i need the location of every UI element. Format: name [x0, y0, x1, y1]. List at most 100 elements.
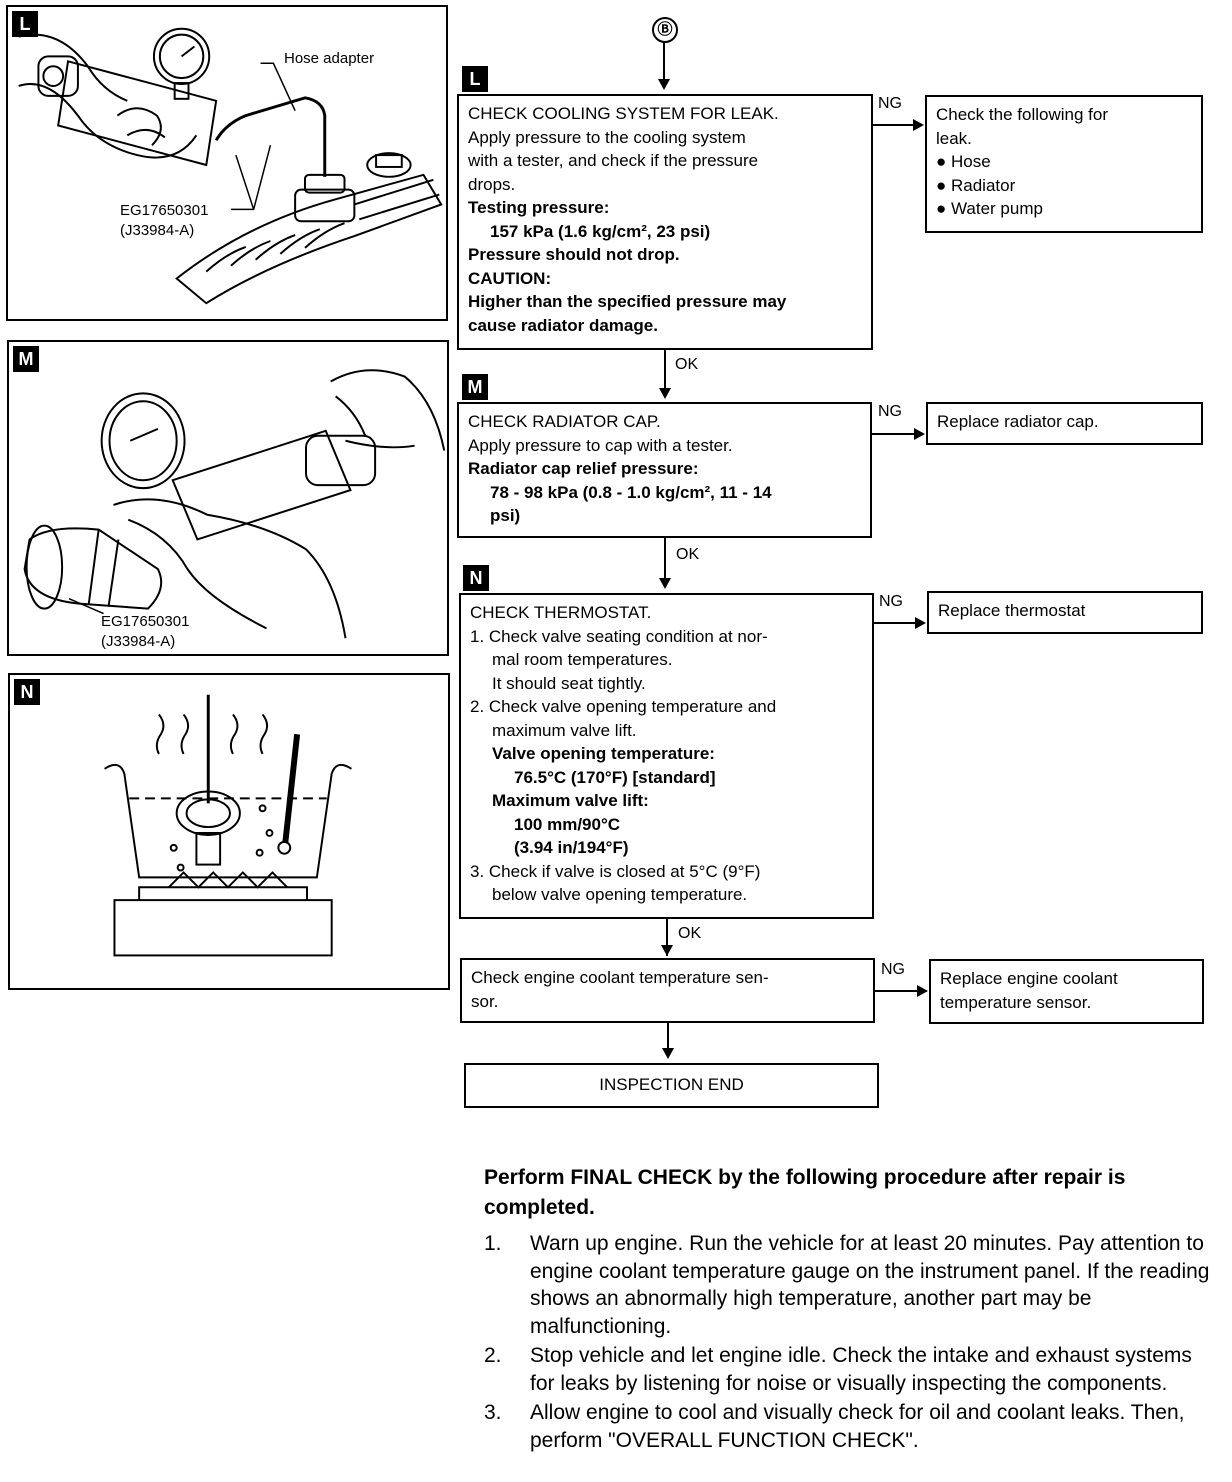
step-text: 2. Check valve opening temperature and: [470, 697, 777, 716]
illustration-panel-n: N: [8, 673, 450, 990]
final-check-heading: Perform FINAL CHECK by the following pro…: [484, 1166, 1126, 1219]
arrow-right-icon: [915, 617, 926, 629]
spec-value: (3.94 in/194°F): [514, 838, 629, 857]
step-text: maximum valve lift.: [492, 720, 637, 740]
step-text: It should seat tightly.: [492, 673, 646, 693]
spec-note: Pressure should not drop.: [468, 245, 680, 264]
ng-item: ● Hose: [936, 152, 991, 171]
inspection-end-box: INSPECTION END: [464, 1063, 879, 1108]
ok-label: OK: [678, 925, 702, 942]
ng-box-replace-cap: Replace radiator cap.: [926, 402, 1203, 445]
step-text: Apply pressure to cap with a tester.: [468, 435, 733, 455]
step-text: 1. Check valve seating condition at nor-: [470, 626, 768, 646]
spec-label: Radiator cap relief pressure:: [468, 459, 699, 478]
illustration-panel-l: L Hose adapter EG17650301 (J33984-A): [6, 5, 448, 321]
list-item-number: 1.: [484, 1232, 502, 1255]
ok-label: OK: [675, 356, 699, 373]
step-text: sor.: [471, 991, 499, 1011]
flow-line: [874, 622, 915, 624]
list-item-number: 2.: [484, 1344, 502, 1367]
ng-label: NG: [878, 95, 902, 112]
step-title: CHECK RADIATOR CAP.: [468, 412, 661, 431]
step-box-radiator-cap: CHECK RADIATOR CAP. Apply pressure to ca…: [457, 402, 872, 538]
spec-label: Testing pressure:: [468, 198, 610, 217]
step-text: drops.: [468, 174, 516, 194]
thermostat-heating-illustration: [104, 694, 352, 957]
step-tag-m: M: [462, 374, 488, 400]
step-title: CHECK THERMOSTAT.: [470, 603, 652, 622]
step-title: CHECK COOLING SYSTEM FOR LEAK.: [468, 104, 779, 123]
arrow-down-icon: [661, 945, 673, 956]
list-item-text: Warn up engine. Run the vehicle for at l…: [530, 1232, 1210, 1338]
ng-text: Replace radiator cap.: [937, 412, 1099, 431]
flow-line: [664, 350, 666, 388]
flow-line: [663, 43, 665, 79]
flow-line: [664, 538, 666, 578]
spec-label: Maximum valve lift:: [492, 791, 649, 810]
connector-symbol: Ⓑ: [652, 17, 678, 43]
step-tag-l: L: [462, 66, 488, 92]
spec-value: 157 kPa (1.6 kg/cm², 23 psi): [490, 221, 711, 241]
step-tag-n: N: [463, 565, 489, 591]
caution-label: CAUTION:: [468, 268, 552, 288]
panel-tag-l: L: [12, 11, 38, 37]
list-item-number: 3.: [484, 1401, 502, 1424]
ng-item: ● Radiator: [936, 175, 1016, 195]
ng-box-replace-sensor: Replace engine coolant temperature senso…: [929, 959, 1204, 1024]
spec-value: 78 - 98 kPa (0.8 - 1.0 kg/cm², 11 - 14: [490, 482, 772, 502]
flow-line: [873, 124, 913, 126]
pressure-tester-radiator-illustration: [18, 27, 443, 305]
ng-label: NG: [878, 403, 902, 420]
list-item: 1. Warn up engine. Run the vehicle for a…: [484, 1230, 1219, 1340]
ng-box-check-leak: Check the following for leak. ● Hose ● R…: [925, 95, 1203, 233]
list-item-text: Stop vehicle and let engine idle. Check …: [530, 1344, 1192, 1395]
ng-text: leak.: [936, 128, 972, 148]
ng-text: Check the following for: [936, 105, 1108, 124]
arrow-down-icon: [659, 388, 671, 399]
panel-tag-m: M: [13, 346, 39, 372]
spec-value: 100 mm/90°C: [514, 814, 621, 834]
callout-hose-adapter: Hose adapter: [284, 50, 375, 67]
callout-tool-number: EG17650301: [120, 202, 209, 219]
step-text: with a tester, and check if the pressure: [468, 151, 759, 170]
ng-label: NG: [881, 961, 905, 978]
list-item: 3. Allow engine to cool and visually che…: [484, 1399, 1219, 1454]
step-text: below valve opening temperature.: [492, 885, 748, 904]
arrow-right-icon: [914, 428, 925, 440]
arrow-down-icon: [658, 79, 670, 90]
flow-line: [875, 990, 917, 992]
list-item: 2. Stop vehicle and let engine idle. Che…: [484, 1342, 1219, 1397]
spec-value: psi): [490, 506, 521, 525]
ng-item: ● Water pump: [936, 199, 1043, 218]
panel-tag-n: N: [14, 679, 40, 705]
spec-label: Valve opening temperature:: [492, 744, 715, 763]
arrow-down-icon: [659, 578, 671, 589]
final-check-list: 1. Warn up engine. Run the vehicle for a…: [484, 1230, 1219, 1454]
step-text: mal room temperatures.: [492, 650, 673, 669]
step-box-coolant-sensor: Check engine coolant temperature sen- so…: [460, 958, 875, 1023]
ng-text: Replace thermostat: [938, 601, 1086, 620]
callout-tool-alt-number: (J33984-A): [120, 222, 195, 239]
arrow-right-icon: [913, 119, 924, 131]
ng-box-replace-thermostat: Replace thermostat: [927, 591, 1203, 634]
arrow-right-icon: [917, 985, 928, 997]
callout-tool-alt-number-m: (J33984-A): [101, 633, 176, 650]
ok-label: OK: [676, 546, 700, 563]
arrow-down-icon: [662, 1048, 674, 1059]
flow-line: [872, 433, 914, 435]
flow-line: [666, 919, 668, 956]
ng-label: NG: [879, 593, 903, 610]
step-text: Check engine coolant temperature sen-: [471, 968, 769, 987]
step-text: 3. Check if valve is closed at 5°C (9°F): [470, 861, 761, 881]
spec-value: 76.5°C (170°F) [standard]: [514, 767, 716, 787]
caution-text: cause radiator damage.: [468, 315, 658, 335]
step-box-cooling-leak: CHECK COOLING SYSTEM FOR LEAK. Apply pre…: [457, 94, 873, 350]
step-box-thermostat: CHECK THERMOSTAT. 1. Check valve seating…: [459, 593, 874, 919]
illustration-panel-m: M EG17650301 (J33984-A): [7, 340, 449, 656]
ng-text: temperature sensor.: [940, 992, 1092, 1012]
step-text: Apply pressure to the cooling system: [468, 127, 746, 147]
radiator-cap-tester-illustration: [23, 369, 446, 639]
list-item-text: Allow engine to cool and visually check …: [530, 1401, 1185, 1452]
ng-text: Replace engine coolant: [940, 969, 1118, 988]
inspection-end-label: INSPECTION END: [599, 1075, 744, 1094]
